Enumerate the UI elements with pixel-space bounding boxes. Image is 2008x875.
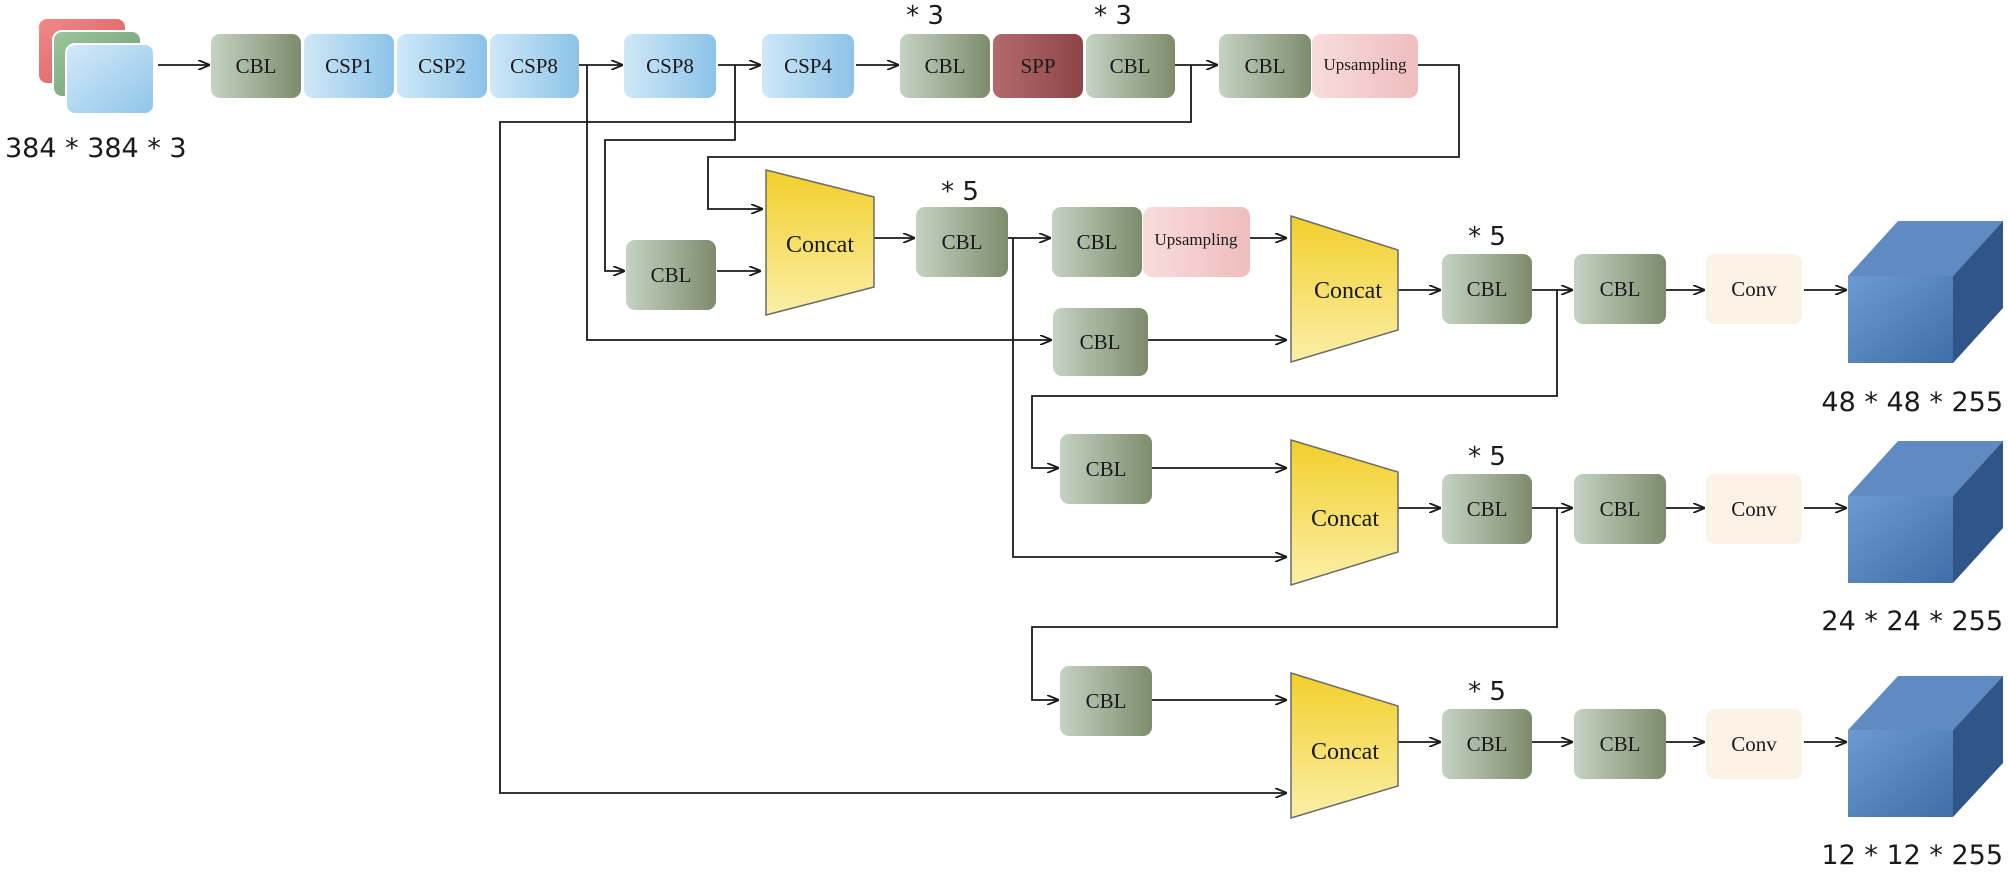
- cbl-block-row1-b: [1574, 254, 1666, 324]
- cbl-multiplier-label-3: * 5: [941, 177, 979, 207]
- input-channel-blue: [65, 43, 155, 115]
- input-image-stack: [37, 17, 155, 115]
- cbl-label-row1-a: CBL: [1467, 277, 1508, 301]
- output-dims-label-1: 48 * 48 * 255: [1821, 387, 2003, 418]
- cbl-block-neck: [1219, 34, 1311, 98]
- csp8-label: CSP8: [510, 54, 558, 78]
- backbone-row: CBL CSP1 CSP2 CSP8 CSP8 CSP4 * 3 CBL SPP…: [211, 1, 1418, 98]
- cbl-label-row3-b: CBL: [1600, 732, 1641, 756]
- cbl-block-row3-a: [1442, 709, 1532, 779]
- concat-label-1: Concat: [786, 232, 854, 258]
- cbl-label-row3-a: CBL: [1467, 732, 1508, 756]
- upsampling-label-2: Upsampling: [1154, 230, 1238, 249]
- cbl-block-row2-in: [1060, 434, 1152, 504]
- concat-block-1: [765, 169, 875, 316]
- cbl-block-branch: [626, 240, 716, 310]
- input-dims-label: 384 * 384 * 3: [5, 133, 187, 164]
- cbl-label-x3-2: CBL: [1110, 54, 1151, 78]
- cbl-label-x3: CBL: [925, 54, 966, 78]
- cbl-multiplier-label-5: * 5: [1468, 442, 1506, 472]
- arrow-upsampling-to-concat-1: [707, 64, 1460, 209]
- head-row-3: CBL Concat * 5 CBL CBL Conv 12 * 12 * 25…: [1060, 666, 2003, 871]
- output-dims-label-3: 12 * 12 * 255: [1821, 840, 2003, 871]
- arrow-neck-branch-to-concat-4: [499, 65, 1286, 793]
- csp8-block: [490, 34, 579, 98]
- conv-label-row2: Conv: [1731, 497, 1777, 521]
- concat-block-4: [1290, 671, 1399, 820]
- concat-label-3: Concat: [1311, 506, 1379, 532]
- spp-block: [993, 34, 1083, 98]
- cbl-block-row1-a: [1442, 254, 1532, 324]
- concat-label-2: Concat: [1314, 278, 1382, 304]
- arrow-row2-branch-to-cbl: [1031, 508, 1558, 700]
- cbl-label-neck: CBL: [1245, 54, 1286, 78]
- cbl-label-x5: CBL: [942, 230, 983, 254]
- neck-first-concat: CBL Concat * 5 CBL CBL Upsampling CBL: [626, 169, 1250, 376]
- concat-block-3: [1290, 438, 1399, 587]
- cbl-block-x5: [916, 207, 1008, 277]
- arrow-csp8-branch-to-cbl: [586, 65, 1051, 340]
- csp4-block: [762, 34, 854, 98]
- connectors: [158, 65, 1846, 793]
- upsampling-block: [1312, 34, 1418, 98]
- cbl-block-mid: [1053, 308, 1148, 376]
- cbl-multiplier-label: * 3: [906, 1, 944, 31]
- cbl-label-row2-in: CBL: [1086, 457, 1127, 481]
- upsampling-block-2: [1143, 207, 1250, 277]
- head-row-1: Concat * 5 CBL CBL Conv 48 * 48 * 255: [1290, 214, 2003, 418]
- cbl-label: CBL: [236, 54, 277, 78]
- csp8-label-2: CSP8: [646, 54, 694, 78]
- arrow-branch-to-concat-3: [1012, 238, 1286, 557]
- cbl-block-x3-2: [1086, 34, 1175, 98]
- arrow-row1-branch-to-cbl: [1031, 290, 1558, 468]
- csp8-block-2: [624, 34, 716, 98]
- cbl-block-row2-a: [1442, 474, 1532, 544]
- cbl-multiplier-label-6: * 5: [1468, 677, 1506, 707]
- concat-block-2: [1290, 214, 1399, 364]
- cbl-block: [211, 34, 301, 98]
- cbl-label-branch: CBL: [651, 263, 692, 287]
- cbl-block-row3-in: [1060, 666, 1152, 736]
- concat-label-4: Concat: [1311, 739, 1379, 765]
- csp1-block: [304, 34, 394, 98]
- cbl-label-row1-b: CBL: [1600, 277, 1641, 301]
- cbl-block-x3: [900, 34, 990, 98]
- cbl-label-row2-a: CBL: [1467, 497, 1508, 521]
- upsampling-label: Upsampling: [1323, 55, 1407, 74]
- cbl-block-row2-b: [1574, 474, 1666, 544]
- conv-block-row1: [1706, 254, 1802, 324]
- conv-block-row2: [1706, 474, 1802, 544]
- output-cube-3: [1848, 676, 2003, 817]
- cbl-label-up2: CBL: [1077, 230, 1118, 254]
- output-cube-2: [1848, 441, 2003, 583]
- output-dims-label-2: 24 * 24 * 255: [1821, 606, 2003, 637]
- arrow-csp4-branch-to-cbl: [604, 65, 736, 271]
- csp4-label: CSP4: [784, 54, 832, 78]
- conv-block-row3: [1706, 709, 1802, 779]
- cbl-label-row2-b: CBL: [1600, 497, 1641, 521]
- csp1-label: CSP1: [325, 54, 373, 78]
- conv-label-row3: Conv: [1731, 732, 1777, 756]
- cbl-label-mid: CBL: [1080, 330, 1121, 354]
- cbl-block-up2: [1052, 207, 1142, 277]
- cbl-block-row3-b: [1574, 709, 1666, 779]
- csp2-label: CSP2: [418, 54, 466, 78]
- spp-label: SPP: [1020, 54, 1055, 78]
- cbl-multiplier-label-4: * 5: [1468, 222, 1506, 252]
- cbl-multiplier-label-2: * 3: [1094, 1, 1132, 31]
- cbl-label-row3-in: CBL: [1086, 689, 1127, 713]
- head-row-2: CBL Concat * 5 CBL CBL Conv 24 * 24 * 25…: [1060, 434, 2003, 637]
- output-cube-1: [1848, 221, 2003, 363]
- csp2-block: [397, 34, 487, 98]
- conv-label-row1: Conv: [1731, 277, 1777, 301]
